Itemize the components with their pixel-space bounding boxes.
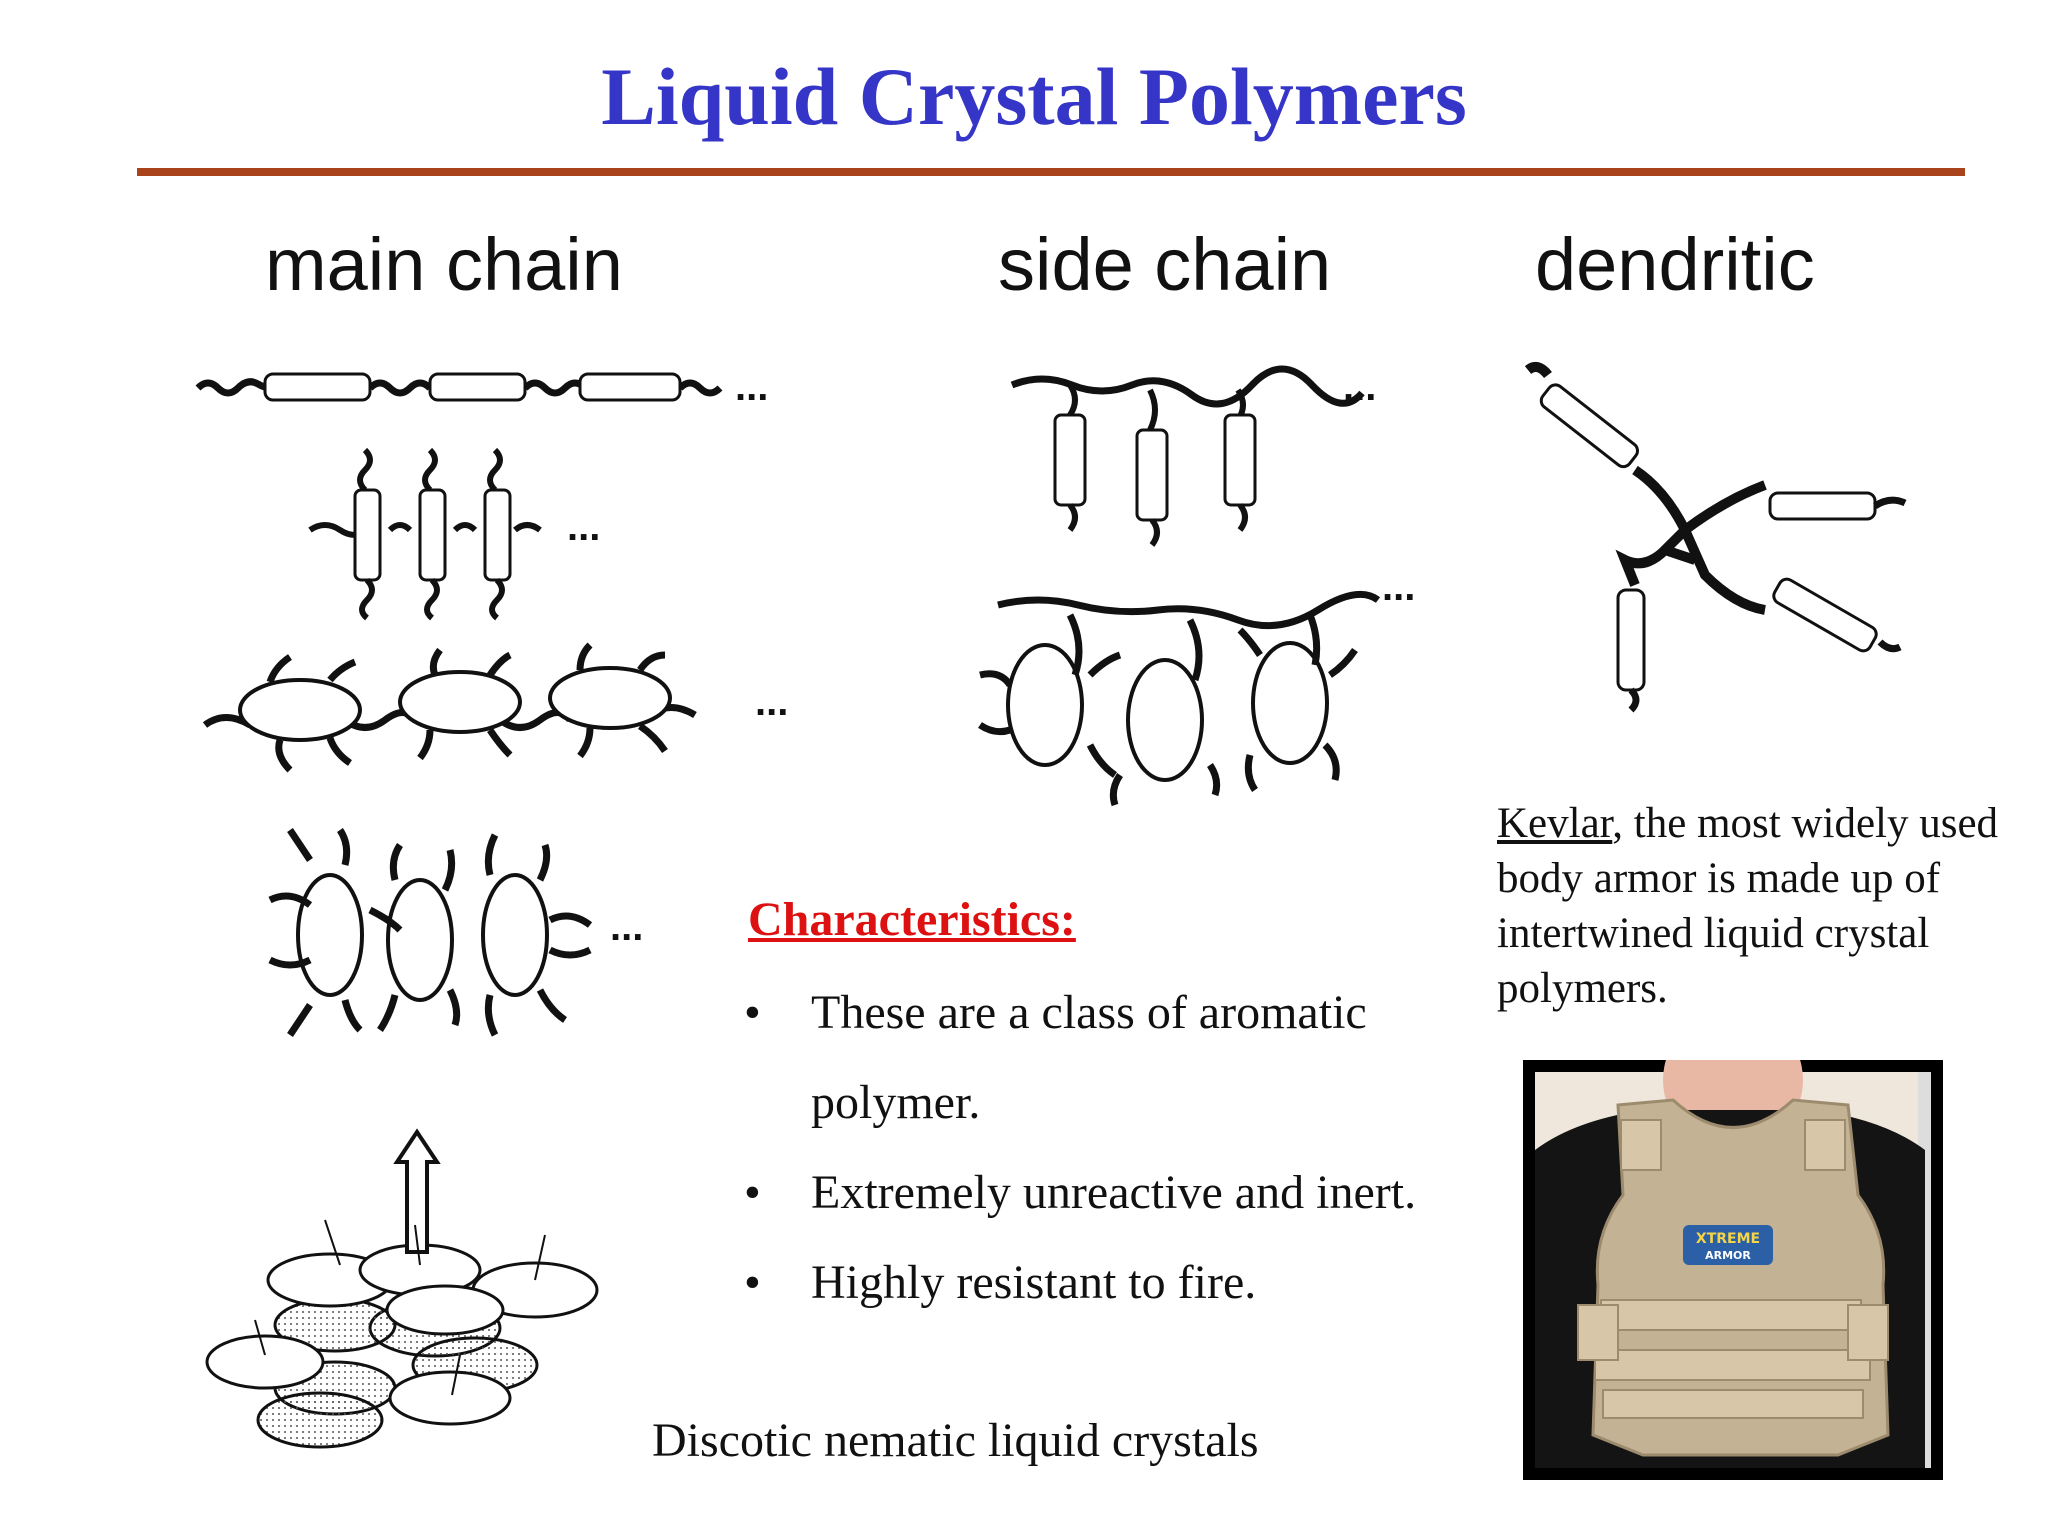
characteristics-heading: Characteristics: [748, 893, 1076, 946]
bullet-text: Extremely unreactive and inert. [811, 1166, 1417, 1219]
svg-text:...: ... [1343, 365, 1376, 409]
bullet-icon: • [744, 1166, 761, 1219]
bullet-icon: • [744, 986, 761, 1039]
discotic-caption: Discotic nematic liquid crystals [652, 1414, 1259, 1467]
dendritic-heading: dendritic [1535, 223, 1815, 306]
list-item: • Highly resistant to fire. [744, 1238, 1504, 1328]
body-armor-photo: XTREME ARMOR [1523, 1060, 1943, 1480]
svg-text:...: ... [567, 505, 600, 549]
main-chain-disc-diagram: ... [202, 642, 788, 773]
side-chain-rod-diagram: ... [1010, 365, 1376, 547]
main-chain-rod-diagram: ... [195, 365, 768, 409]
list-item: • These are a class of aromatic polymer. [744, 968, 1504, 1148]
dendritic-diagram [1524, 361, 1907, 713]
side-chain-heading: side chain [998, 223, 1332, 306]
page-title: Liquid Crystal Polymers [601, 51, 1467, 142]
main-chain-vertical-rods-diagram: ... [308, 447, 600, 621]
vest-badge-line2: ARMOR [1705, 1249, 1751, 1262]
svg-text:...: ... [610, 905, 643, 949]
side-chain-disc-diagram: ... [978, 565, 1415, 807]
vest-badge-line1: XTREME [1696, 1231, 1760, 1247]
kevlar-link[interactable]: Kevlar [1497, 800, 1613, 847]
bullet-icon: • [744, 1256, 761, 1309]
discotic-nematic-illustration [205, 1128, 599, 1449]
bullet-text: These are a class of aromatic polymer. [811, 986, 1367, 1129]
svg-text:...: ... [1382, 565, 1415, 609]
list-item: • Extremely unreactive and inert. [744, 1148, 1504, 1238]
svg-text:...: ... [755, 680, 788, 724]
main-chain-heading: main chain [265, 223, 623, 306]
main-chain-stacked-disc-diagram: ... [268, 828, 643, 1037]
kevlar-description-text: , the most widely used body armor is mad… [1497, 800, 1999, 1012]
ellipsis-label: ... [735, 365, 768, 409]
bullet-text: Highly resistant to fire. [811, 1256, 1257, 1309]
title-divider [137, 168, 1965, 176]
characteristics-list: • These are a class of aromatic polymer.… [744, 968, 1504, 1328]
kevlar-description: Kevlar, the most widely used body armor … [1497, 796, 2037, 1016]
